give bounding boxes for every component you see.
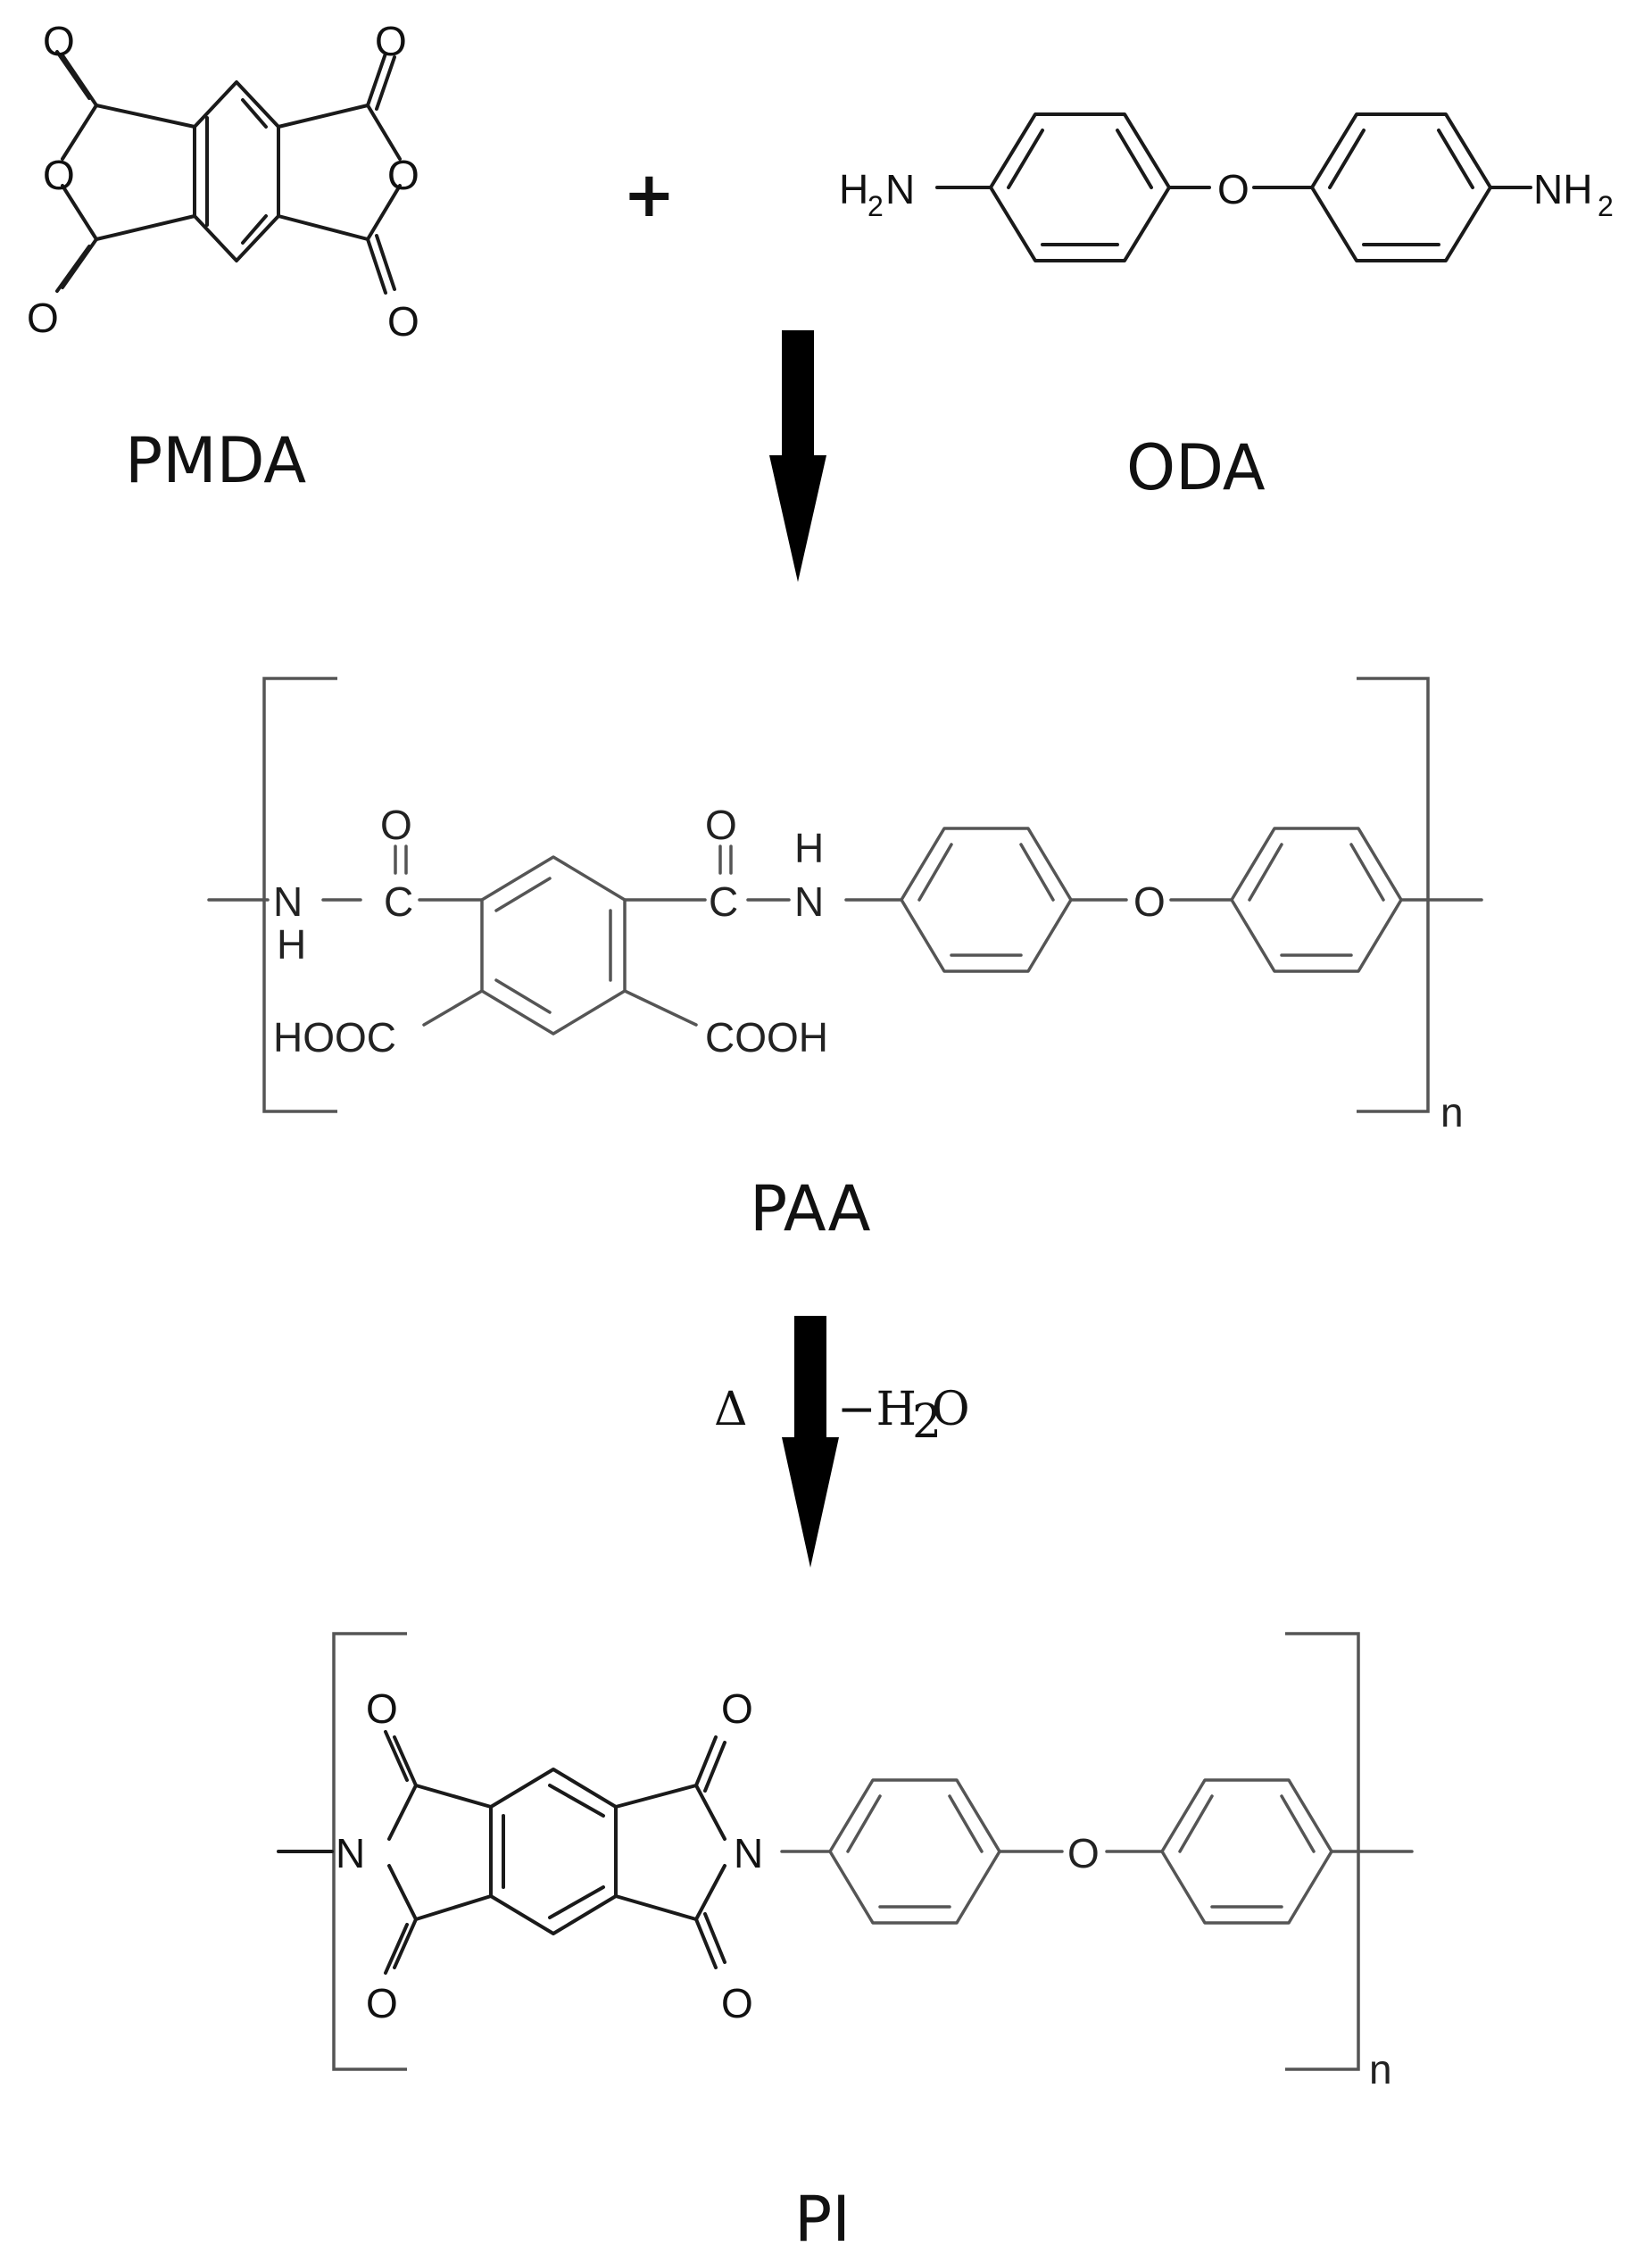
paa-structure [207,827,1483,1036]
paa-hooc: HOOC [273,1014,396,1061]
water-loss-sub: 2 [912,1395,942,1449]
pmda-o1: O [43,18,75,64]
pi-brackets [332,1632,1360,2071]
oda-h2n-h: H [839,166,868,212]
reaction-arrow-1 [769,330,826,582]
oda-h2n-sub: 2 [868,190,884,222]
oda-nh2-sub: 2 [1598,190,1614,222]
pi-n1: N [336,1830,365,1876]
pi-o3: O [721,1685,753,1732]
paa-c2: C [709,878,738,925]
pmda-label: PMDA [125,424,306,497]
paa-cooh: COOH [705,1014,828,1061]
paa-n1: N [273,878,303,925]
paa-label: PAA [750,1172,871,1245]
pmda-structure [55,50,402,295]
pi-o4: O [721,1980,753,2026]
paa-n2: N [794,878,824,925]
paa-o2: O [705,802,737,848]
plus-sign: + [623,158,676,231]
pi-o1: O [366,1685,398,1732]
pi-o2: O [366,1980,398,2026]
pi-n2: N [734,1830,763,1876]
pi-label: PI [794,2183,851,2256]
pi-repeat-n: n [1369,2046,1392,2092]
water-loss-h: −H [837,1383,917,1436]
paa-repeat-n: n [1440,1089,1464,1136]
pmda-o3: O [27,295,59,341]
paa-brackets [262,677,1430,1113]
pmda-o5: O [387,152,419,198]
pmda-o4: O [375,18,407,64]
pmda-o6: O [387,298,419,345]
pi-structure [277,1730,1414,1975]
paa-h1: H [277,921,306,968]
paa-o1: O [380,802,412,848]
oda-nh2: NH [1533,166,1592,212]
oda-structure [935,112,1532,262]
pmda-o2: O [43,152,75,198]
paa-h2: H [794,825,824,871]
oda-label: ODA [1126,431,1266,504]
paa-c1: C [384,878,413,925]
paa-ether-o: O [1133,878,1166,925]
heat-symbol: Δ [714,1383,748,1436]
water-loss-o: O [932,1383,970,1436]
pi-ether-o: O [1067,1830,1100,1876]
reaction-arrow-2 [782,1316,839,1568]
oda-ether-o: O [1217,166,1249,212]
oda-h2n-n: N [885,166,915,212]
